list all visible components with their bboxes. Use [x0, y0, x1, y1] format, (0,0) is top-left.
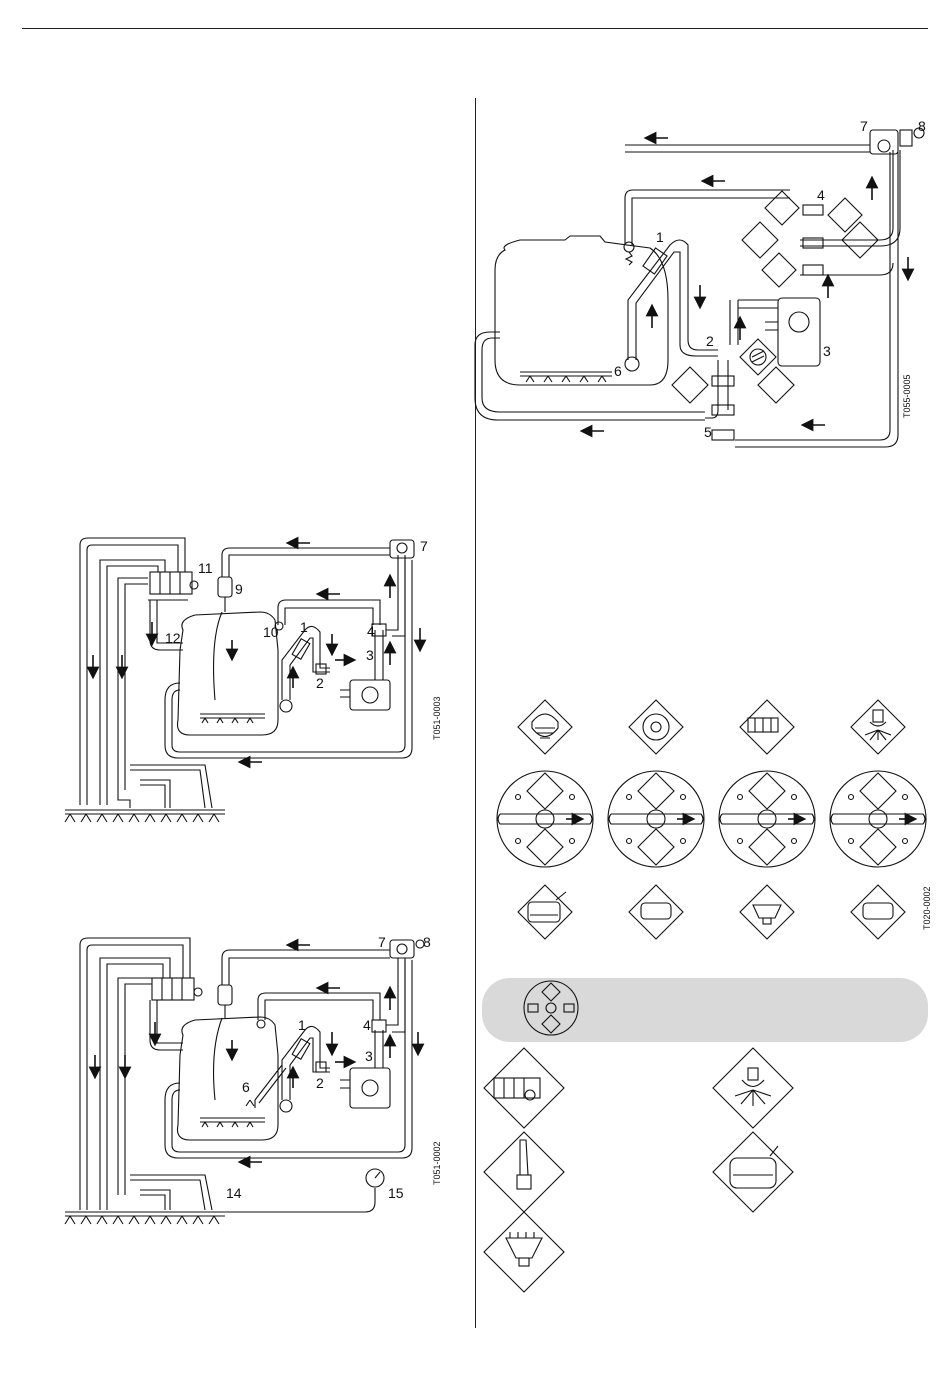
spray-nozzle-icon [713, 1048, 793, 1128]
part-label: 2 [316, 675, 324, 691]
part-label: 6 [614, 363, 622, 379]
part-label: 2 [316, 1075, 324, 1091]
boom-nozzles [65, 814, 219, 822]
valve-legend-icon [524, 981, 578, 1035]
part-label: 10 [263, 624, 279, 640]
part-label: 7 [420, 538, 428, 554]
pressure-regulator [390, 940, 414, 958]
tank-agitation-icon [518, 885, 572, 939]
control-unit-icon [484, 1048, 564, 1128]
circuit-diagram-mid-left: 11 7 9 1 10 4 12 2 3 T051-0003 [65, 538, 442, 822]
part-label: 6 [242, 1079, 250, 1095]
valve-dial-3 [719, 771, 815, 867]
part-label: 14 [226, 1185, 242, 1201]
spray-gun-icon [484, 1132, 564, 1212]
valve-dial-2 [608, 771, 704, 867]
valve-dial-4 [830, 771, 926, 867]
part-label: 7 [860, 118, 868, 134]
nozzle-spray-icon [851, 700, 905, 754]
part-label: 8 [423, 934, 431, 950]
part-label: 9 [235, 581, 243, 597]
circuit-diagram-bottom-left: 7 8 4 1 3 2 6 14 15 T051-0002 [65, 934, 442, 1224]
figure-code: T020-0002 [922, 886, 932, 930]
part-label: 2 [706, 333, 714, 349]
suction-filter [292, 639, 310, 660]
part-label: 7 [378, 934, 386, 950]
tank-fill-icon [518, 700, 572, 754]
tank [495, 236, 668, 385]
valve-function-diagram: T020-0002 [484, 700, 932, 1292]
part-label: 12 [165, 630, 181, 646]
part-label: 1 [298, 1017, 306, 1033]
part-label: 15 [388, 1185, 404, 1201]
section-valves [152, 978, 194, 1000]
pressure-filter [218, 985, 232, 1005]
pump-cog-icon [629, 700, 683, 754]
induction-hopper-icon [484, 1212, 564, 1292]
section-valves [150, 572, 192, 594]
circuit-diagram-top-right: 7 8 4 1 2 3 5 6 T055-0005 [475, 118, 926, 447]
part-label: 5 [704, 424, 712, 440]
return-tank-icon [629, 885, 683, 939]
pump [350, 1068, 390, 1108]
valve-bank-icon [740, 700, 794, 754]
rinse-nozzle-icon [740, 885, 794, 939]
part-label: 1 [300, 619, 308, 635]
part-label: 4 [367, 623, 375, 639]
part-label: 11 [198, 560, 213, 576]
part-label: 4 [363, 1017, 371, 1033]
part-label: 8 [918, 118, 926, 134]
part-label: 3 [365, 1048, 373, 1064]
pressure-regulator [870, 130, 898, 154]
agitation-nozzles [526, 376, 606, 382]
suction-filter [292, 1039, 310, 1060]
boom-nozzles [65, 1216, 219, 1224]
part-label: 1 [656, 229, 664, 245]
part-label: 4 [817, 187, 825, 203]
pump [350, 680, 390, 710]
tank-rinse-icon [713, 1132, 793, 1212]
valve-dial-1 [497, 771, 593, 867]
figure-code: T051-0003 [432, 696, 442, 740]
part-label: 3 [823, 343, 831, 359]
pressure-filter [218, 577, 232, 597]
rinse-tank-icon [851, 885, 905, 939]
function-diamond-icons [672, 191, 878, 403]
figure-code: T055-0005 [902, 374, 912, 418]
figure-code: T051-0002 [432, 1141, 442, 1185]
part-label: 3 [366, 647, 374, 663]
